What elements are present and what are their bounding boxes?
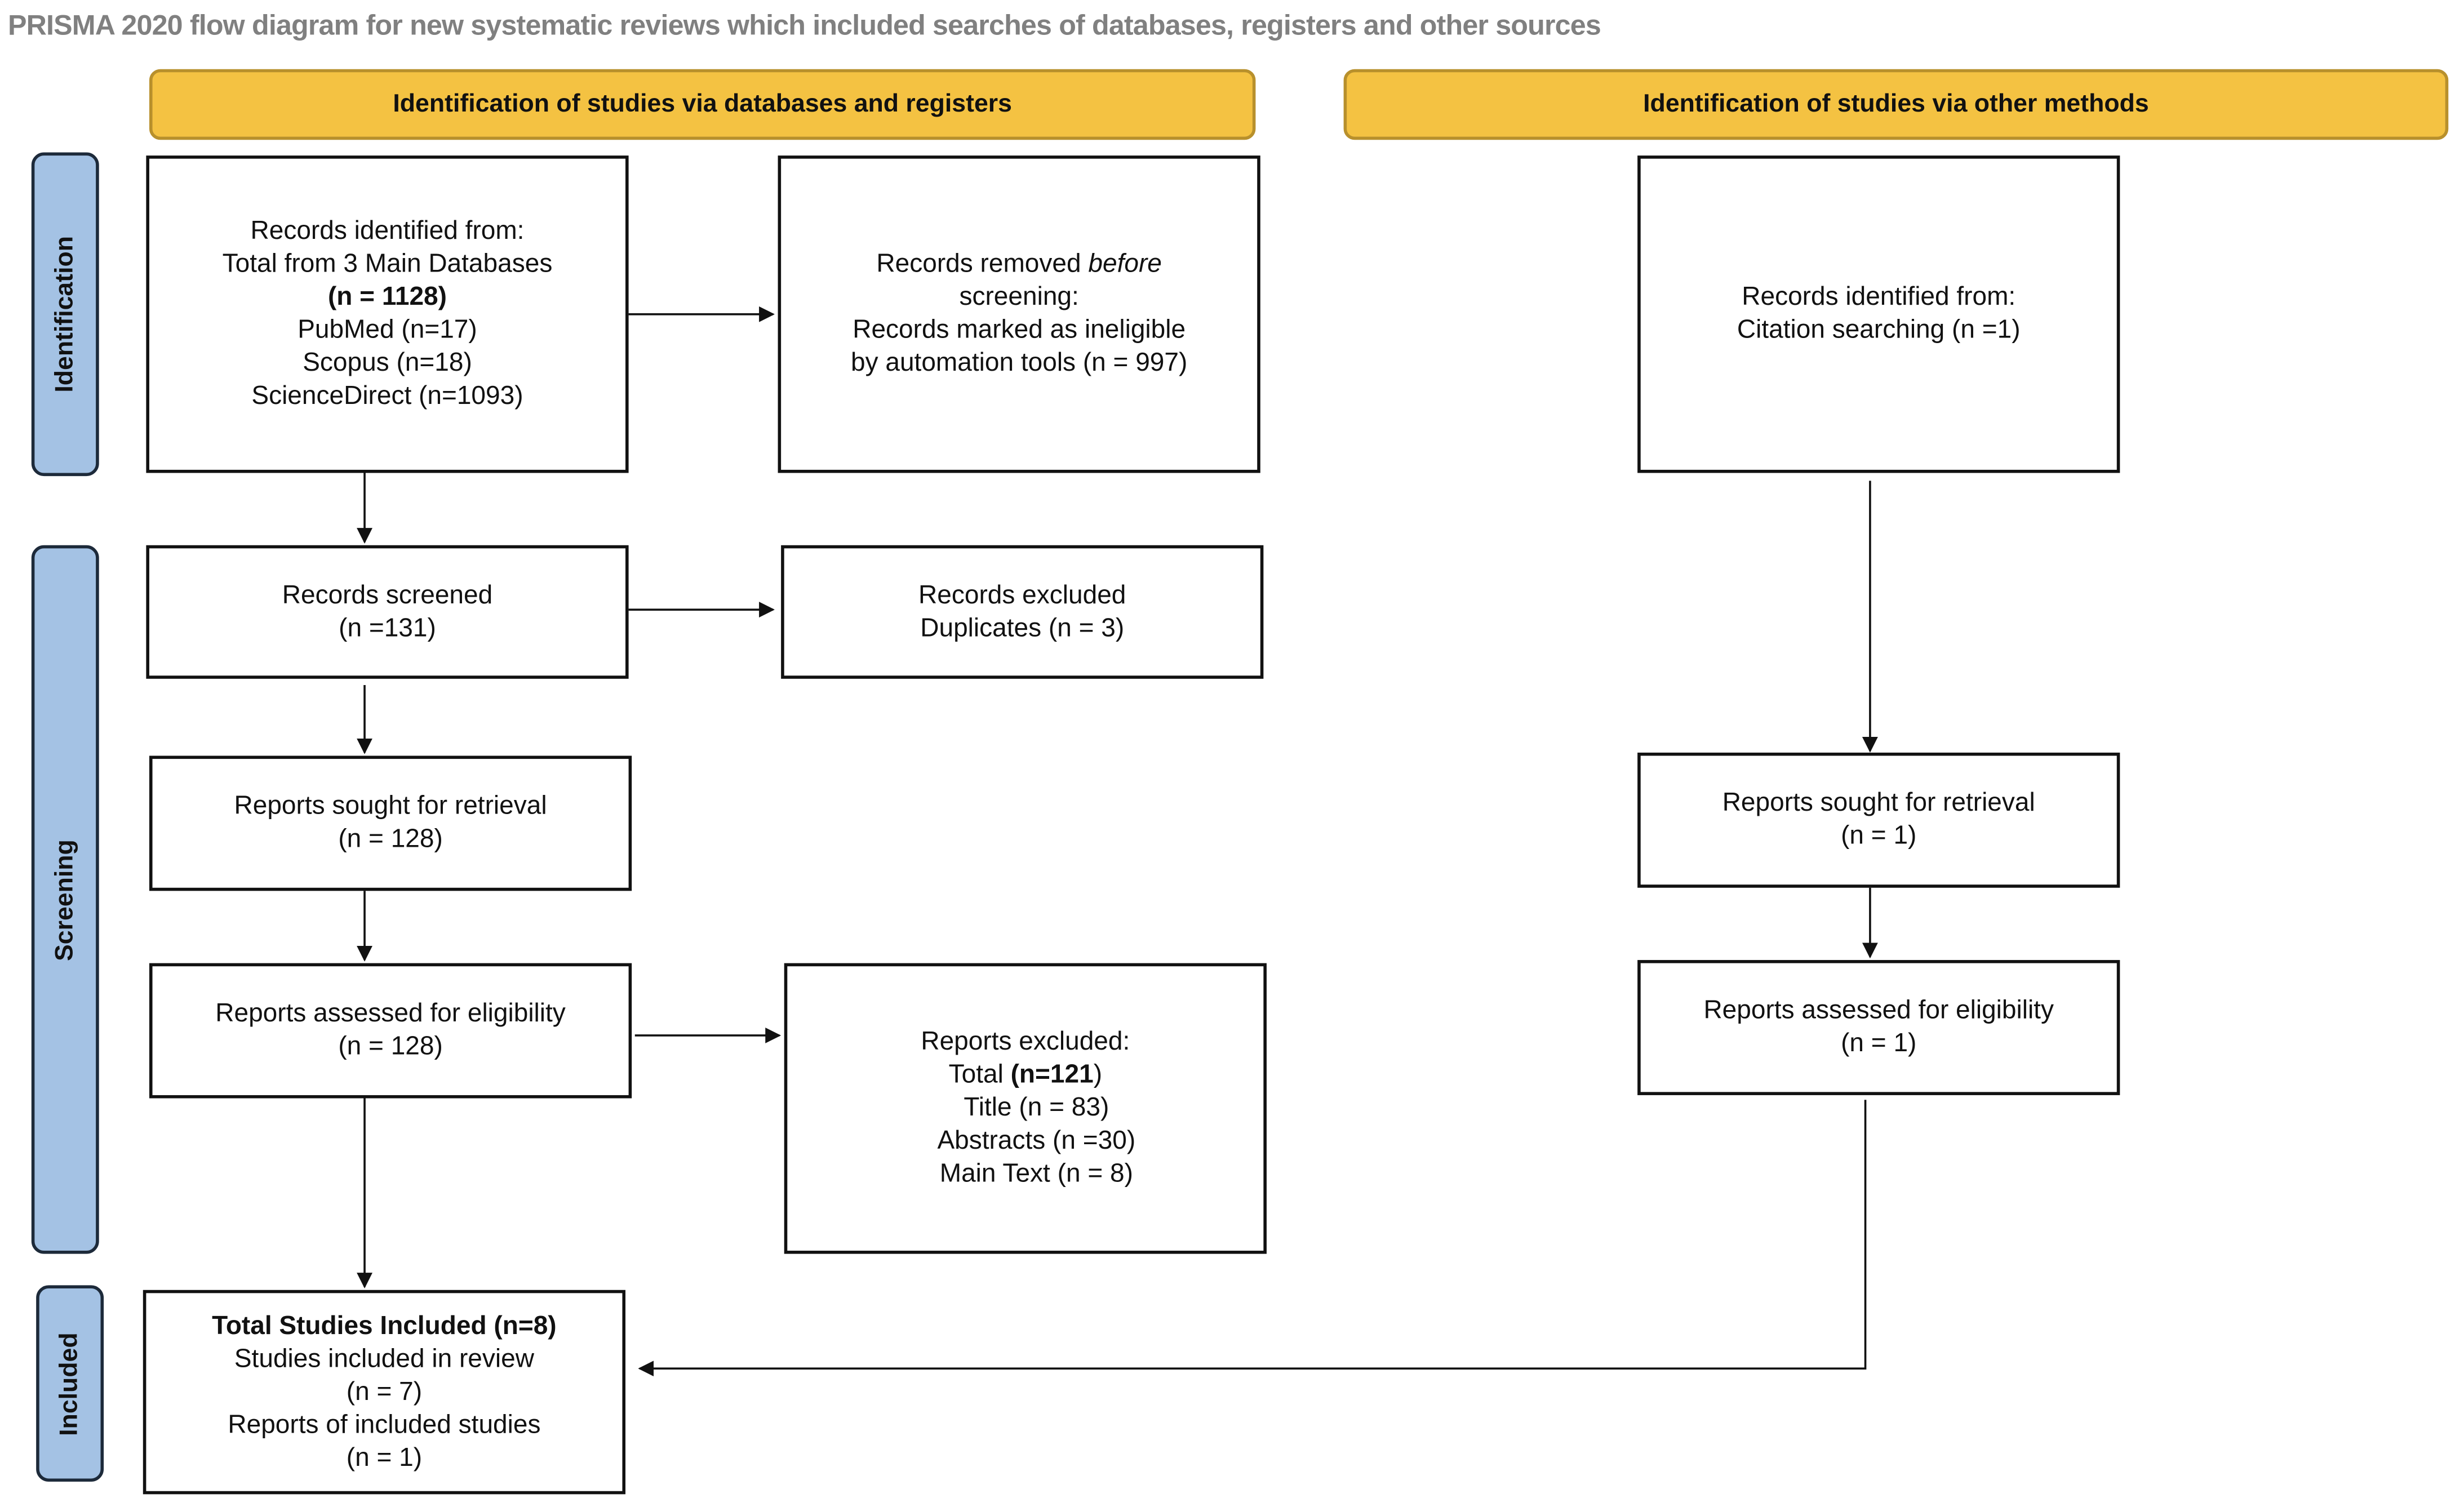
arrow-other-assessed-to-included	[638, 1100, 1867, 1377]
text-line: Main Text (n = 8)	[939, 1159, 1133, 1188]
text-span: Records removed	[876, 250, 1089, 278]
text-line: Reports assessed for eligibility	[1703, 996, 2054, 1025]
text-line: PubMed (n=17)	[298, 315, 477, 344]
text-line: Reports sought for retrieval	[1722, 789, 2035, 817]
text-span: Total	[948, 1060, 1011, 1089]
stage-screening: Screening	[31, 545, 99, 1254]
diagram-title: PRISMA 2020 flow diagram for new systema…	[7, 9, 1601, 41]
text-line: Total (n=121)	[949, 1059, 1102, 1092]
text-line: Records identified from:	[1742, 283, 2016, 312]
text-line: Reports of included studies	[228, 1410, 541, 1439]
box-other-sought: Reports sought for retrieval (n = 1)	[1637, 752, 2120, 888]
text-line: Duplicates (n = 3)	[920, 614, 1125, 642]
box-reports-excluded: Reports excluded: Total (n=121) Title (n…	[784, 963, 1267, 1254]
text-line: (n =131)	[339, 614, 436, 642]
box-records-excluded: Records excluded Duplicates (n = 3)	[781, 545, 1264, 679]
text-span: )	[1093, 1060, 1103, 1089]
box-records-removed: Records removed before screening: Record…	[778, 155, 1260, 473]
text-line: (n = 1)	[1841, 821, 1917, 850]
stage-identification: Identification	[31, 152, 99, 477]
box-other-assessed: Reports assessed for eligibility (n = 1)	[1637, 960, 2120, 1095]
box-reports-sought: Reports sought for retrieval (n = 128)	[149, 755, 632, 891]
box-studies-included: Total Studies Included (n=8) Studies inc…	[143, 1290, 626, 1495]
text-line: (n = 128)	[338, 825, 443, 853]
box-other-identified: Records identified from: Citation search…	[1637, 155, 2120, 473]
text-line: Studies included in review	[234, 1344, 534, 1373]
text-line: Total Studies Included (n=8)	[212, 1311, 557, 1340]
header-databases: Identification of studies via databases …	[149, 69, 1256, 140]
text-line: Records marked as ineligible	[853, 315, 1186, 344]
text-line: Reports assessed for eligibility	[215, 999, 566, 1028]
text-line: Abstracts (n =30)	[937, 1126, 1136, 1155]
text-line: screening:	[959, 283, 1079, 312]
header-other-methods: Identification of studies via other meth…	[1343, 69, 2449, 140]
box-records-identified: Records identified from: Total from 3 Ma…	[146, 155, 629, 473]
text-span-bold: (n=121	[1010, 1060, 1094, 1089]
text-span-italic: before	[1088, 250, 1162, 278]
text-line: Records removed before	[876, 248, 1162, 282]
text-line: (n = 7)	[346, 1377, 423, 1406]
text-line: Records identified from:	[250, 216, 525, 246]
stage-included: Included	[36, 1285, 104, 1482]
text-line: Citation searching (n =1)	[1737, 315, 2021, 344]
text-line: Scopus (n=18)	[303, 349, 472, 377]
text-line: Reports sought for retrieval	[234, 792, 547, 820]
box-records-screened: Records screened (n =131)	[146, 545, 629, 679]
text-line: ScienceDirect (n=1093)	[251, 381, 523, 410]
box-reports-assessed: Reports assessed for eligibility (n = 12…	[149, 963, 632, 1099]
text-line: (n = 128)	[338, 1032, 443, 1061]
text-line: (n = 1)	[346, 1443, 423, 1472]
text-line: (n = 1)	[1841, 1029, 1917, 1057]
text-line: Records excluded	[918, 580, 1126, 609]
text-line: Records screened	[282, 580, 493, 609]
text-line: Reports excluded:	[921, 1028, 1130, 1056]
text-line: by automation tools (n = 997)	[850, 349, 1188, 377]
text-line: Total from 3 Main Databases	[222, 250, 553, 278]
text-line: Title (n = 83)	[964, 1093, 1109, 1122]
text-line: (n = 1128)	[327, 283, 447, 312]
